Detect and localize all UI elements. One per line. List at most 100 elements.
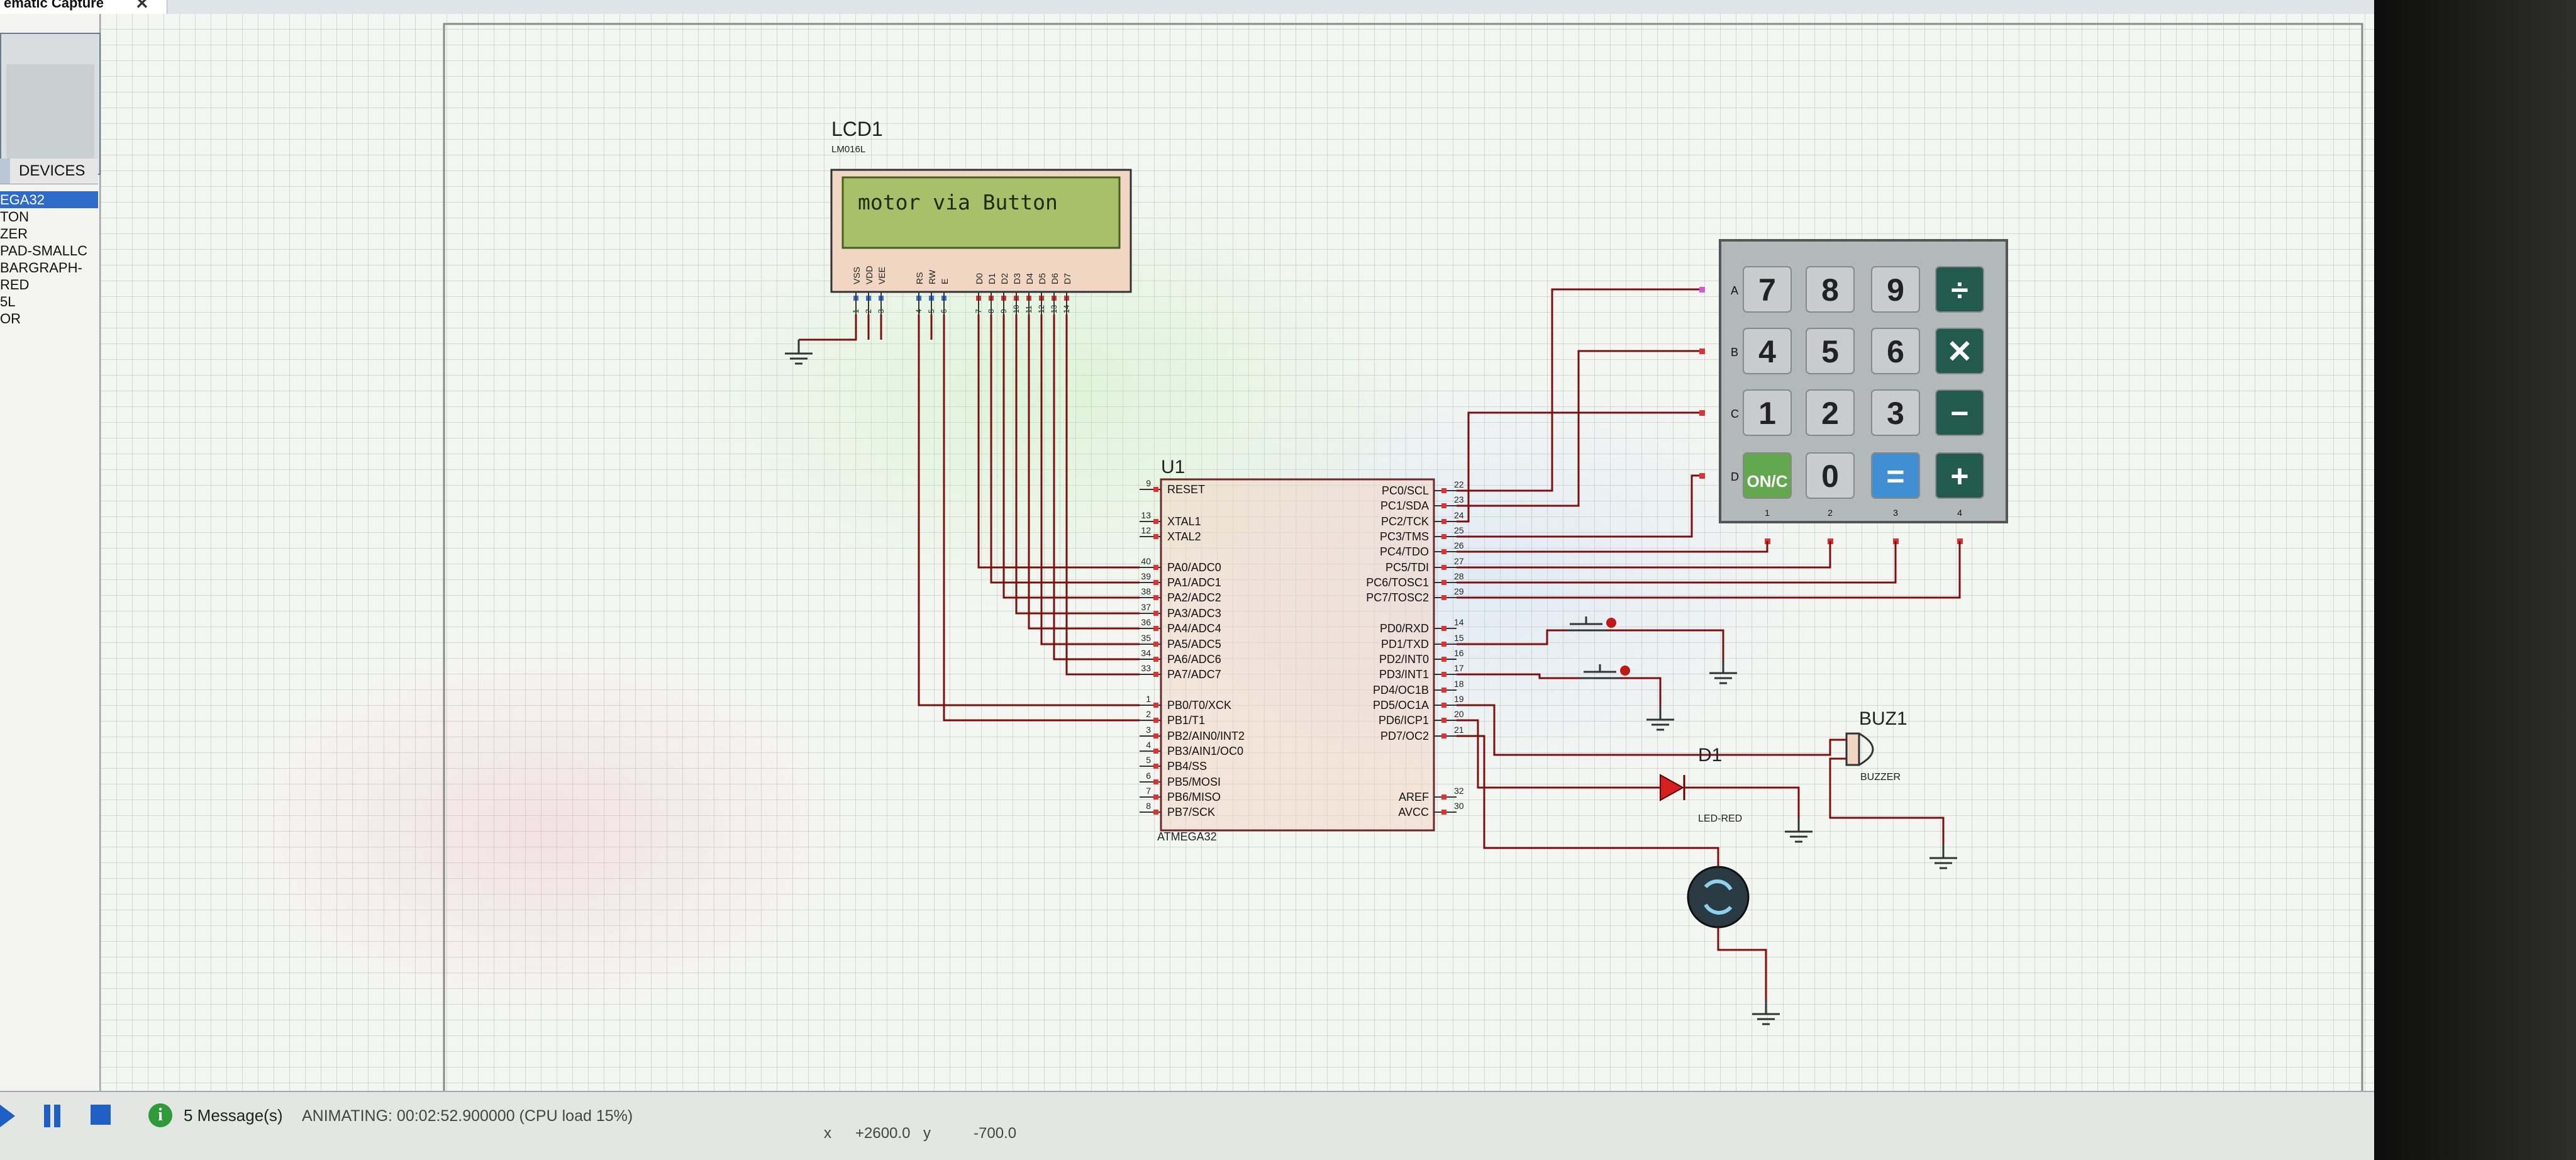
overview-window[interactable]	[0, 33, 101, 175]
keypad-col-label: 2	[1828, 508, 1833, 518]
mcu-pin-name: PD0/RXD	[1380, 622, 1429, 635]
mcu-pin-name: PA2/ADC2	[1167, 591, 1221, 604]
keypad-row-label: A	[1731, 284, 1738, 297]
lcd-data-wire	[1065, 315, 1140, 676]
keypad-col-2-wire	[1457, 541, 1831, 569]
mcu-pin-number: 27	[1454, 556, 1464, 566]
close-icon[interactable]: ✕	[135, 0, 149, 13]
device-list-item[interactable]: PAD-SMALLC	[0, 243, 87, 259]
devices-header[interactable]: DEVICES	[0, 159, 98, 184]
lcd-data-wire	[1028, 315, 1140, 630]
mcu-pin-marker	[1153, 487, 1158, 492]
keypad-row-label: D	[1731, 471, 1739, 483]
led-part: LED-RED	[1698, 813, 1742, 824]
stop-button[interactable]	[89, 1103, 111, 1129]
device-list-item[interactable]: BARGRAPH-	[0, 260, 82, 276]
mcu-pin-number: 39	[1141, 571, 1151, 581]
lcd-pin-label: D3	[1012, 273, 1022, 284]
device-list-item[interactable]: TON	[0, 209, 30, 225]
mcu-pin-marker	[1441, 810, 1446, 815]
buzzer-icon	[1858, 732, 1874, 766]
mcu-pin-number: 8	[1146, 801, 1151, 811]
keypad-key-label: 6	[1887, 334, 1904, 369]
status-bar: i 5 Message(s) ANIMATING: 00:02:52.90000…	[0, 1091, 2374, 1160]
y-coordinate-label: y	[923, 1125, 931, 1142]
mcu-pin-marker	[1153, 519, 1158, 524]
keypad-key	[1806, 452, 1855, 499]
keypad-col-1-wire	[1457, 541, 1768, 553]
keypad-col-3-wire	[1457, 541, 1897, 584]
mcu-pin-name: PB4/SS	[1167, 760, 1207, 772]
mcu-pin-name: PA1/ADC1	[1167, 576, 1221, 589]
mcu-pin-name: PA6/ADC6	[1167, 653, 1221, 666]
overview-map	[6, 64, 94, 159]
keypad-key-label: 5	[1821, 334, 1839, 369]
mcu-pin-name: PA7/ADC7	[1167, 668, 1221, 681]
led-icon	[1660, 774, 1685, 801]
keypad-col-label: 4	[1957, 508, 1962, 518]
keypad-row-pin	[1699, 349, 1705, 354]
mcu-pin-marker	[1441, 519, 1446, 524]
x-coordinate-value: +2600.0	[855, 1125, 911, 1142]
mcu-pin-number: 29	[1454, 586, 1464, 596]
mcu-pin-marker	[1441, 672, 1446, 677]
mcu-pin-marker	[1441, 580, 1446, 585]
keypad-col-label: 3	[1893, 508, 1898, 518]
mcu-pin-name: PD1/TXD	[1381, 638, 1429, 650]
play-button[interactable]	[0, 1103, 21, 1129]
device-list-item[interactable]: ZER	[0, 226, 28, 242]
mcu-pin-number: 33	[1141, 663, 1151, 673]
mcu-pin-number: 1	[1146, 694, 1151, 704]
info-icon[interactable]: i	[148, 1103, 172, 1127]
device-list-item[interactable]: EGA32	[0, 191, 98, 208]
mcu-pin-name: PB6/MISO	[1167, 791, 1221, 803]
lcd-display-text: motor via Button	[858, 190, 1058, 215]
mcu-pin-marker	[1153, 642, 1158, 647]
mcu-pin-number: 9	[1146, 478, 1151, 488]
device-list-item[interactable]: OR	[0, 311, 21, 326]
keypad-row-c-wire	[1457, 411, 1699, 523]
pick-devices-icon[interactable]	[0, 159, 10, 184]
monitor-bezel	[2374, 0, 2576, 1160]
lcd-pin-label: D0	[974, 273, 984, 284]
mcu-pin-number: 12	[1141, 525, 1151, 535]
motor-rotation-icon	[1704, 879, 1733, 891]
mcu-pin-marker	[1441, 688, 1446, 693]
device-list-item[interactable]: RED	[0, 277, 30, 293]
tab-schematic-capture[interactable]: ematic Capture ✕	[0, 0, 167, 14]
mcu-pin-number: 40	[1141, 556, 1151, 566]
mcu-pin-marker	[1153, 718, 1158, 723]
mcu-pin-name: PD5/OC1A	[1373, 699, 1429, 711]
pause-button[interactable]	[42, 1103, 63, 1129]
keypad-key-label: ÷	[1951, 272, 1968, 308]
mcu-pin-marker	[1153, 749, 1158, 754]
mcu-pin-name: XTAL2	[1167, 530, 1201, 543]
mcu-pin-marker	[1441, 795, 1446, 800]
device-list-item[interactable]: 5L	[0, 294, 16, 310]
keypad-row-pin	[1699, 287, 1705, 293]
mcu-pin-marker	[1153, 733, 1158, 739]
lcd-pin-label: VEE	[877, 267, 887, 284]
lcd-pin-label: D2	[999, 273, 1009, 284]
mcu-pin-name: PB1/T1	[1167, 714, 1205, 727]
mcu-pin-marker	[1441, 595, 1446, 600]
mcu-pin-marker	[1441, 657, 1446, 662]
keypad-key-label: 3	[1887, 396, 1904, 431]
messages-count[interactable]: 5 Message(s)	[184, 1106, 283, 1125]
mcu-pin-number: 2	[1146, 709, 1151, 719]
keypad-col-4-wire	[1457, 541, 1961, 599]
lcd-data-wire	[1002, 315, 1140, 599]
buzzer-part: BUZZER	[1860, 772, 1901, 783]
mcu-pin-name: PD7/OC2	[1380, 730, 1429, 742]
lcd-e-wire	[943, 315, 1140, 722]
lcd-screen	[841, 176, 1121, 249]
lcd-vss-wire	[799, 315, 857, 341]
mcu-pin-number: 15	[1454, 633, 1464, 643]
keypad-key	[1935, 266, 1984, 313]
mcu-pin-marker	[1441, 488, 1446, 493]
mcu-pin-number: 13	[1141, 510, 1151, 520]
keypad-key	[1806, 328, 1855, 374]
mcu-pin-marker	[1153, 810, 1158, 815]
